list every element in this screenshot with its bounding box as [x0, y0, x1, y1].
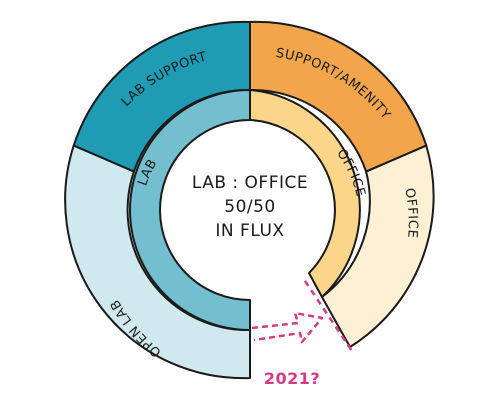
annotation-label: 2021? — [264, 369, 320, 388]
outer-office-segment — [321, 144, 435, 348]
center-line-3: IN FLUX — [215, 221, 284, 241]
open-lab-segment — [64, 144, 251, 380]
center-line-2: 50/50 — [224, 197, 276, 217]
outer-office-label: OFFICE — [401, 187, 420, 239]
flux-arrow-icon — [251, 311, 324, 344]
lab-segment — [129, 89, 251, 331]
center-line-1: LAB : OFFICE — [192, 173, 308, 193]
inner-office-segment — [249, 89, 361, 298]
flux-boundary-dashed-line — [303, 280, 354, 352]
